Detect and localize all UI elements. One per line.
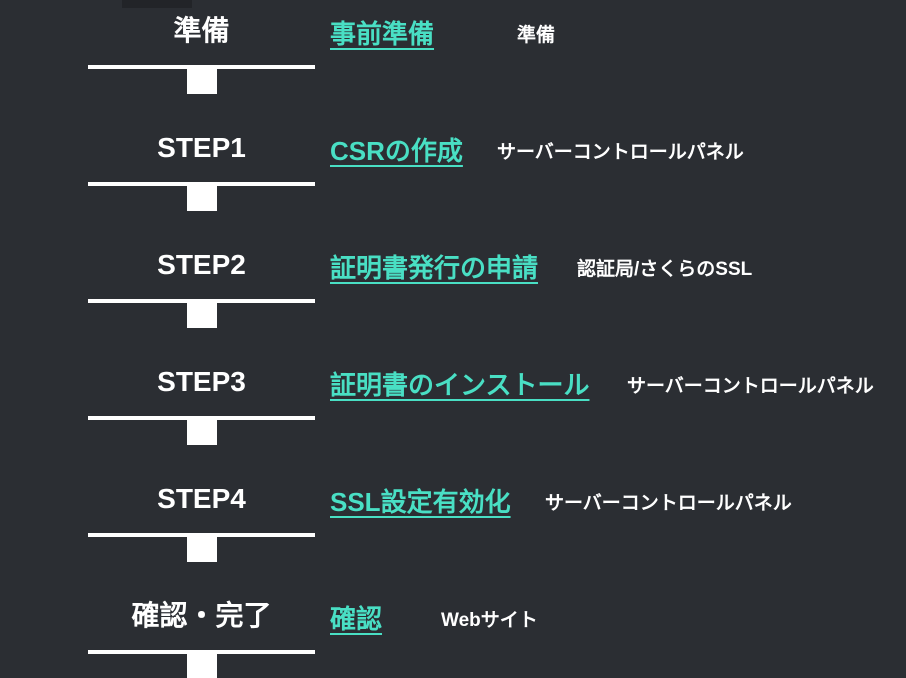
step-stage-label: STEP4 bbox=[157, 483, 246, 514]
step-context-label: サーバーコントロールパネル bbox=[627, 376, 874, 397]
step-context-label: Webサイト bbox=[441, 610, 538, 631]
step-connector-square bbox=[187, 185, 217, 211]
step-stage-label: STEP3 bbox=[157, 366, 246, 397]
step-row-preparation: 準備 事前準備 準備 bbox=[0, 0, 906, 117]
step-row-confirm-complete: 確認・完了 確認 Webサイト bbox=[0, 585, 906, 678]
step-link[interactable]: 確認 bbox=[330, 604, 383, 634]
step-connector-square bbox=[187, 419, 217, 445]
step-link[interactable]: CSRの作成 bbox=[330, 136, 463, 166]
step-row-step2: STEP2 証明書発行の申請 認証局/さくらのSSL bbox=[0, 234, 906, 351]
step-connector-line bbox=[88, 650, 315, 654]
step-context-label: 準備 bbox=[517, 25, 556, 46]
step-connector-line bbox=[88, 182, 315, 186]
step-connector-line bbox=[88, 416, 315, 420]
step-connector-square bbox=[187, 536, 217, 562]
step-link[interactable]: SSL設定有効化 bbox=[330, 487, 511, 517]
top-edge-artifact bbox=[122, 0, 192, 8]
step-link[interactable]: 証明書発行の申請 bbox=[330, 253, 539, 283]
step-stage-label: STEP2 bbox=[157, 249, 246, 280]
step-connector-square bbox=[187, 68, 217, 94]
step-row-step3: STEP3 証明書のインストール サーバーコントロールパネル bbox=[0, 351, 906, 468]
step-connector-line bbox=[88, 299, 315, 303]
step-stage-label: STEP1 bbox=[157, 132, 246, 163]
step-row-step4: STEP4 SSL設定有効化 サーバーコントロールパネル bbox=[0, 468, 906, 585]
step-link[interactable]: 証明書のインストール bbox=[330, 370, 590, 400]
step-context-label: サーバーコントロールパネル bbox=[545, 493, 792, 514]
step-row-step1: STEP1 CSRの作成 サーバーコントロールパネル bbox=[0, 117, 906, 234]
step-link[interactable]: 事前準備 bbox=[330, 19, 435, 49]
step-context-label: サーバーコントロールパネル bbox=[497, 142, 744, 163]
step-stage-label: 準備 bbox=[173, 15, 230, 46]
step-connector-line bbox=[88, 533, 315, 537]
step-connector-square bbox=[187, 302, 217, 328]
step-connector-line bbox=[88, 65, 315, 69]
step-connector-square bbox=[187, 653, 217, 678]
step-stage-label: 確認・完了 bbox=[131, 600, 272, 631]
step-context-label: 認証局/さくらのSSL bbox=[577, 259, 753, 280]
